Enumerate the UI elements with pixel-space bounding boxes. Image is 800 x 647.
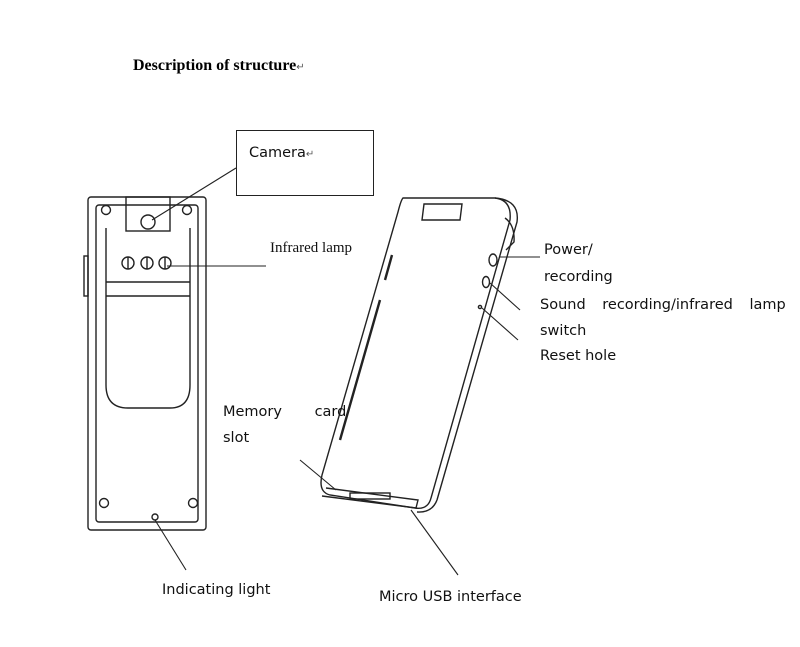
reset-hole-dot — [477, 304, 483, 310]
leader-sound-switch — [489, 282, 521, 311]
leader-usb — [410, 509, 459, 576]
usb-port — [349, 492, 391, 500]
side-camera-window — [421, 203, 463, 221]
screw-bottom-right — [187, 497, 199, 509]
clip-outline — [105, 228, 191, 409]
return-mark: ↵ — [305, 149, 315, 160]
camera-module — [125, 196, 171, 232]
sound-switch — [481, 275, 491, 289]
leader-indicating — [154, 519, 187, 571]
screw-top-left — [100, 204, 112, 216]
power-button — [488, 253, 498, 267]
side-body-edge — [436, 197, 519, 501]
face-highlight-1 — [338, 299, 382, 441]
leader-camera — [151, 167, 237, 221]
label-sound-line1: Sound recording/infrared lamp — [540, 297, 786, 313]
label-usb: Micro USB interface — [379, 589, 522, 605]
label-indicating-light: Indicating light — [162, 582, 271, 598]
leader-reset — [481, 307, 519, 341]
label-infrared-lamp: Infrared lamp — [270, 240, 353, 256]
bottom-edge — [321, 487, 419, 509]
side-body-corner — [416, 499, 438, 513]
leader-lines — [151, 167, 540, 576]
side-clip-top — [504, 217, 515, 251]
screw-bottom-left — [98, 497, 110, 509]
label-power-line1: Power/ — [544, 242, 593, 258]
label-reset: Reset hole — [540, 348, 617, 364]
front-body-inner — [95, 204, 199, 523]
label-sound-line2: switch — [540, 323, 587, 339]
label-power-line2: recording — [544, 269, 613, 285]
camera-lens — [140, 214, 156, 230]
camera-callout-box: Camera↵ — [236, 130, 374, 196]
device-side-view — [320, 197, 519, 513]
label-memory-line1: Memory card — [223, 404, 347, 420]
indicating-light-dot — [151, 513, 159, 521]
device-front-view — [83, 196, 207, 531]
return-mark: ↵ — [296, 62, 305, 73]
leader-memory — [299, 459, 337, 491]
face-highlight-2 — [383, 254, 394, 281]
side-button-strip — [83, 255, 89, 297]
label-camera: Camera↵ — [249, 145, 315, 161]
diagram-title: Description of structure↵ — [133, 57, 305, 74]
label-memory-line2: slot — [223, 430, 250, 446]
screw-top-right — [181, 204, 193, 216]
